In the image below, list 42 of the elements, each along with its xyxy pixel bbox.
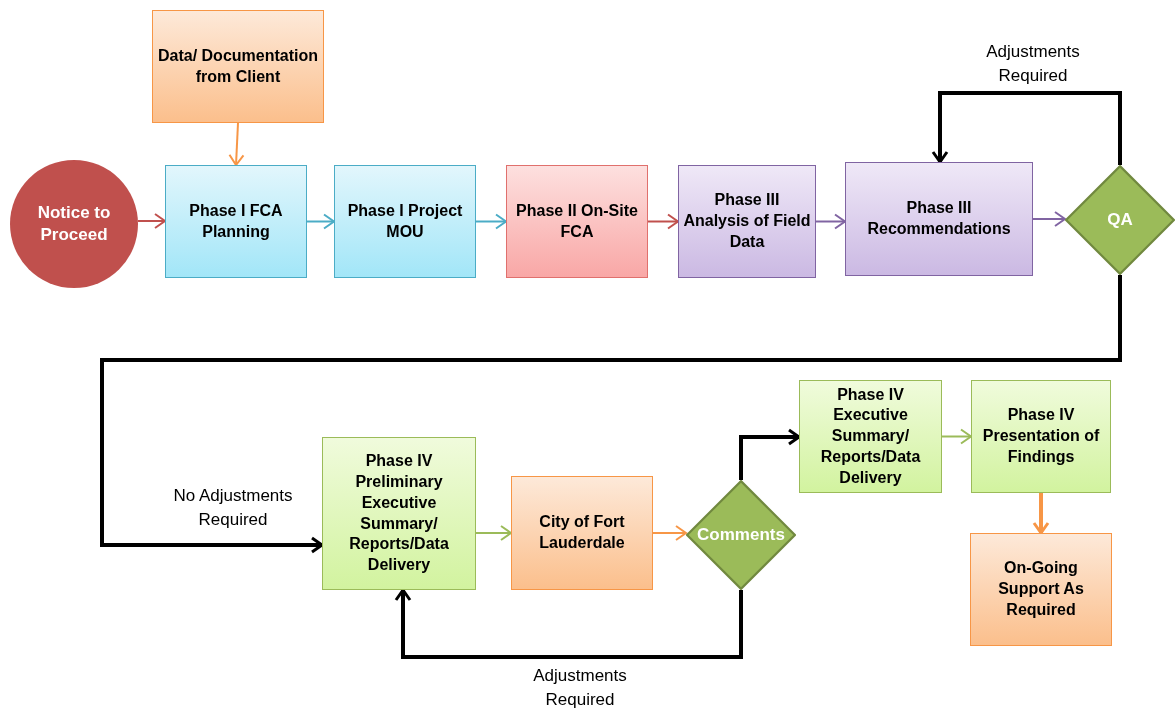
node-text: Phase IV Presentation of Findings: [981, 405, 1101, 467]
process-box: [799, 380, 942, 493]
process-box: [165, 165, 307, 278]
node-text: On-Going Support As Required: [997, 558, 1085, 620]
node-text: Phase IV Executive Summary/ Reports/Data Delivery: [819, 384, 922, 488]
node-text: Phase IV Preliminary Executive Summary/ Reports/Data Delivery: [348, 451, 450, 576]
arrow: [815, 213, 846, 230]
arrow: [652, 525, 687, 541]
node-text: Data/ Documentation from Client: [157, 45, 319, 87]
decision-diamond: [1065, 165, 1175, 275]
process-box: [970, 533, 1112, 646]
process-box: [511, 476, 653, 590]
process-box: [971, 380, 1111, 493]
node-text: Phase I Project MOU: [346, 200, 464, 242]
process-box: [152, 10, 324, 123]
arrow: [228, 122, 245, 166]
node-text: QA: [1107, 208, 1133, 231]
process-box: [334, 165, 476, 278]
arrow: [739, 428, 801, 480]
arrow: [394, 588, 743, 659]
node-text: Phase II On-Site FCA: [515, 200, 639, 242]
arrow: [137, 213, 166, 229]
node-text: Phase III Recommendations: [866, 198, 1012, 239]
decision-diamond: [686, 480, 796, 590]
arrow: [306, 213, 335, 230]
node-text: City of Fort Lauderdale: [538, 512, 626, 553]
arrow: [941, 428, 972, 445]
arrow: [475, 525, 512, 541]
node-text: Phase III Analysis of Field Data: [682, 190, 812, 252]
process-box: [678, 165, 816, 278]
process-box: [506, 165, 648, 278]
arrow: [1032, 211, 1066, 227]
arrow: [100, 275, 1122, 554]
arrow: [931, 91, 1122, 165]
node-text: Comments: [697, 523, 785, 546]
node-text: Phase I FCA Planning: [188, 200, 284, 242]
process-box: [845, 162, 1033, 276]
arrow: [1032, 493, 1050, 535]
arrow: [647, 213, 679, 230]
arrow: [475, 213, 507, 230]
process-box: [322, 437, 476, 590]
node-text: Notice to Proceed: [36, 201, 112, 246]
